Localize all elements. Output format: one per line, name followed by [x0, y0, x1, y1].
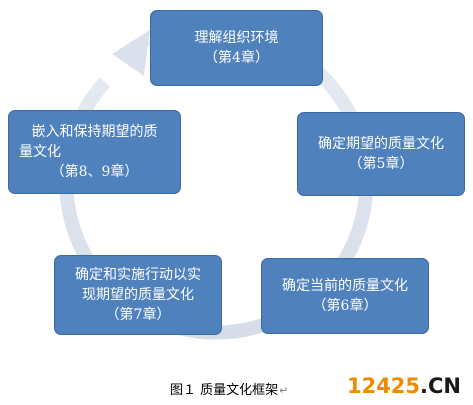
node-text-line: （第5章）	[348, 156, 414, 172]
node-text-line: 确定当前的质量文化	[282, 278, 408, 294]
node-understand-context: 理解组织环境 （第4章）	[150, 10, 323, 86]
node-implement-actions: 确定和实施行动以实 现期望的质量文化 （第7章）	[54, 255, 222, 335]
node-text-line: 确定期望的质量文化	[318, 136, 444, 152]
node-text-line: （第6章）	[312, 298, 378, 314]
node-text-line: （第7章）	[105, 307, 171, 323]
cycle-arrowhead	[112, 30, 150, 76]
watermark-logo: 12425.CN	[347, 374, 461, 398]
figure-caption: 图１ 质量文化框架↵	[170, 379, 288, 398]
paragraph-mark: ↵	[279, 384, 289, 397]
caption-label: 图１ 质量文化框架	[170, 383, 279, 398]
watermark-domain: .CN	[420, 374, 461, 398]
node-text-line: 理解组织环境	[194, 30, 279, 46]
node-text-line: 现期望的质量文化	[82, 287, 194, 303]
node-desired-culture: 确定期望的质量文化 （第5章）	[297, 112, 465, 196]
node-text-line: 确定和实施行动以实	[75, 267, 201, 283]
node-embed-sustain: 嵌入和保持期望的质 量文化 （第8、9章）	[8, 110, 181, 194]
node-text-line: （第4章）	[204, 50, 269, 66]
node-current-culture: 确定当前的质量文化 （第6章）	[261, 258, 429, 334]
node-text-line: 量文化	[19, 144, 61, 160]
node-text-line: 嵌入和保持期望的质	[31, 124, 158, 140]
watermark-number: 12425	[346, 374, 421, 398]
node-text-line: （第8、9章）	[50, 164, 139, 180]
